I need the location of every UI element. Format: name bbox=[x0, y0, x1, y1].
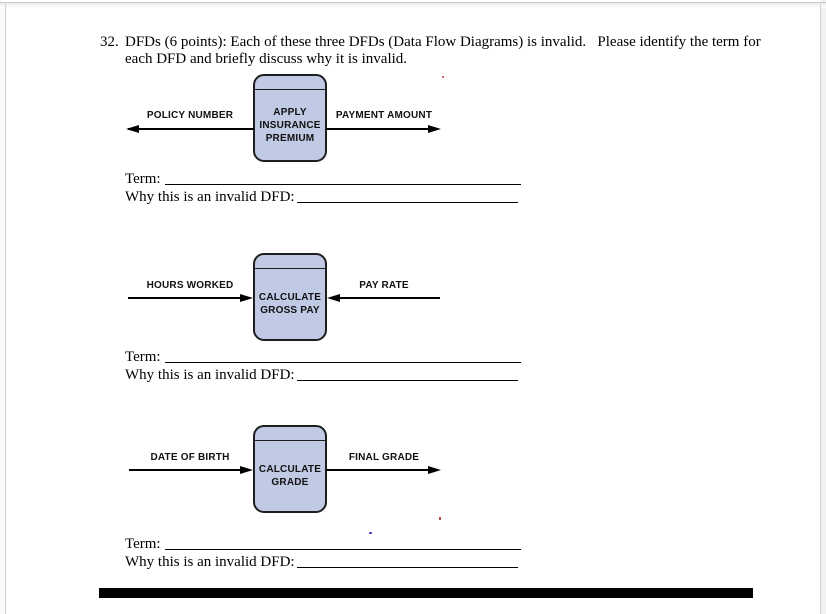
arrowhead-left bbox=[126, 124, 139, 133]
page-gutter-right bbox=[821, 0, 826, 614]
question-number: 32. bbox=[100, 34, 119, 50]
flow-label: DATE OF BIRTH bbox=[150, 452, 230, 463]
process-name: CALCULATE GRADE bbox=[258, 464, 322, 488]
flow-label: FINAL GRADE bbox=[348, 452, 420, 463]
process-id-band bbox=[255, 427, 325, 441]
flow-label: PAY RATE bbox=[359, 280, 409, 291]
data-flow-line bbox=[326, 128, 429, 130]
question-text-line2: each DFD and briefly discuss why it is i… bbox=[125, 51, 408, 67]
term-label: Term: bbox=[125, 171, 161, 187]
process-id-band bbox=[255, 76, 325, 90]
term-answer-blank bbox=[165, 184, 521, 185]
flow-label: POLICY NUMBER bbox=[146, 110, 234, 121]
term-label: Term: bbox=[125, 349, 161, 365]
ink-dot-red-1 bbox=[442, 76, 444, 78]
why-label: Why this is an invalid DFD: bbox=[125, 554, 295, 570]
data-flow-line bbox=[326, 469, 429, 471]
ink-dot-red-2 bbox=[439, 517, 441, 520]
arrowhead-right bbox=[240, 293, 253, 302]
arrowhead-right bbox=[240, 465, 253, 474]
data-flow-line bbox=[128, 128, 254, 130]
flow-label: PAYMENT AMOUNT bbox=[335, 110, 433, 121]
flow-label: HOURS WORKED bbox=[146, 280, 234, 291]
why-label: Why this is an invalid DFD: bbox=[125, 367, 295, 383]
process-id-band bbox=[255, 255, 325, 269]
term-answer-blank bbox=[165, 362, 521, 363]
page-gutter-left bbox=[0, 0, 5, 614]
page-border-right bbox=[820, 2, 821, 614]
page-border-left bbox=[5, 2, 6, 614]
redaction-bar bbox=[99, 588, 753, 598]
arrowhead-right bbox=[428, 465, 441, 474]
data-flow-line bbox=[129, 469, 241, 471]
term-label: Term: bbox=[125, 536, 161, 552]
arrowhead-left bbox=[327, 293, 340, 302]
data-flow-line bbox=[340, 297, 440, 299]
process-name: APPLY INSURANCE PREMIUM bbox=[259, 106, 321, 144]
process-box-1: APPLY INSURANCE PREMIUM bbox=[253, 74, 327, 162]
question-text-line1: DFDs (6 points): Each of these three DFD… bbox=[125, 34, 761, 50]
why-answer-blank bbox=[297, 380, 518, 381]
why-label: Why this is an invalid DFD: bbox=[125, 189, 295, 205]
process-box-3: CALCULATE GRADE bbox=[253, 425, 327, 513]
data-flow-line bbox=[128, 297, 241, 299]
page-border-top bbox=[0, 2, 826, 3]
process-name: CALCULATE GROSS PAY bbox=[258, 292, 322, 316]
page-border-top-shadow bbox=[0, 3, 826, 8]
why-answer-blank bbox=[297, 202, 518, 203]
ink-dot-blue bbox=[369, 532, 372, 534]
process-box-2: CALCULATE GROSS PAY bbox=[253, 253, 327, 341]
term-answer-blank bbox=[165, 549, 521, 550]
arrowhead-right bbox=[428, 124, 441, 133]
why-answer-blank bbox=[297, 567, 518, 568]
